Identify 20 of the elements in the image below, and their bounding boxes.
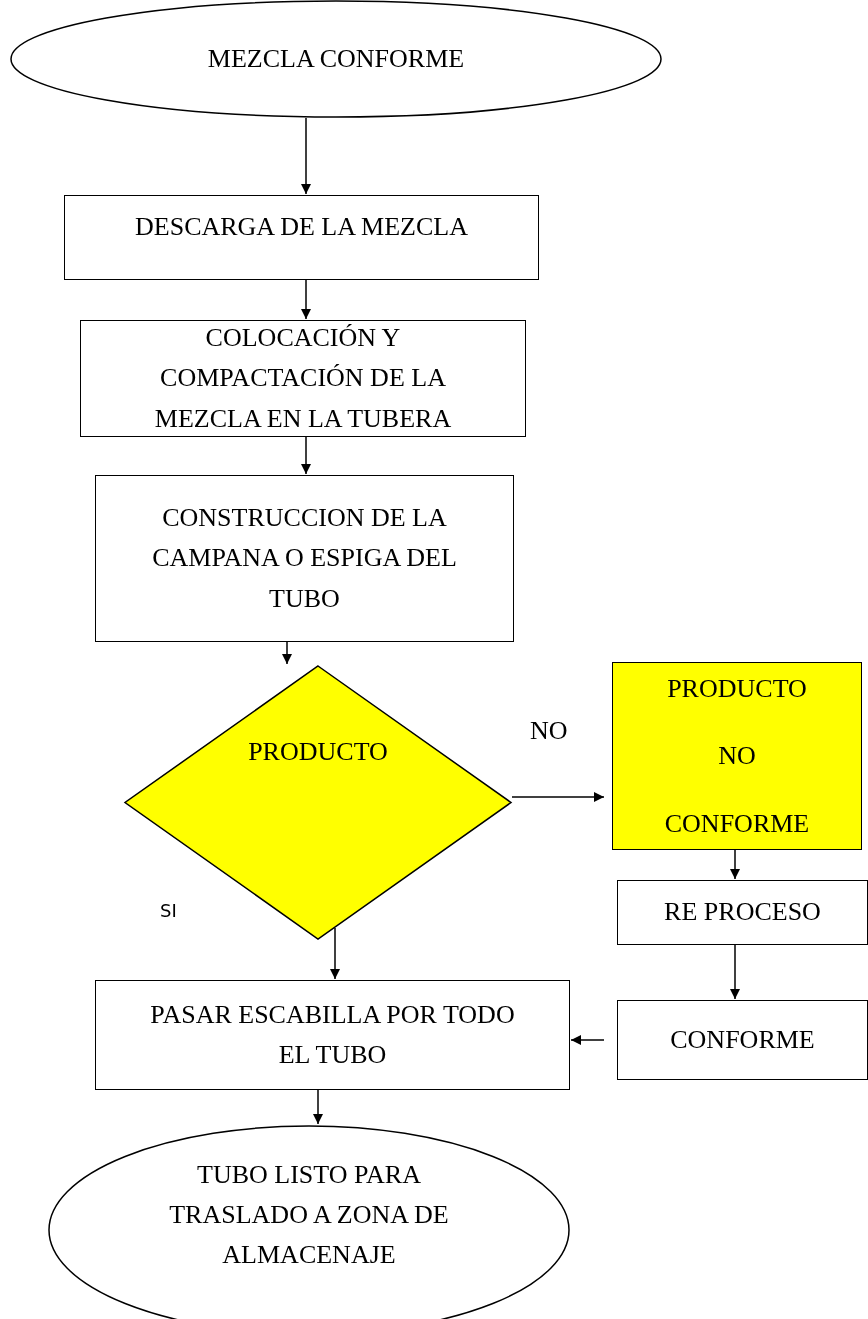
arrow (301, 279, 311, 320)
node-text: MEZCLA CONFORME (207, 42, 465, 75)
node-text: TUBO LISTO PARA TRASLADO A ZONA DE ALMACENAJE (168, 1158, 450, 1272)
arrow (282, 641, 292, 665)
arrow (301, 117, 311, 195)
process-box: CONSTRUCCION DE LA CAMPANA O ESPIGA DEL TUBO (95, 475, 514, 642)
process-box: RE PROCESO (617, 880, 868, 945)
arrow (313, 1089, 323, 1125)
process-box: CONFORME (617, 1000, 868, 1080)
node-text: PRODUCTO (248, 736, 388, 769)
arrow (301, 436, 311, 475)
arrow (511, 792, 605, 802)
process-box: DESCARGA DE LA MEZCLA (64, 195, 539, 280)
arrow (570, 1035, 605, 1045)
process-box: COLOCACIÓN Y COMPACTACIÓN DE LA MEZCLA EN LA TUBERA (80, 320, 526, 437)
process-box: PRODUCTO NO CONFORME (612, 662, 862, 850)
arrow (730, 849, 740, 880)
process-box: PASAR ESCABILLA POR TODO EL TUBO (95, 980, 570, 1090)
arrow (730, 944, 740, 1000)
arrow (330, 927, 340, 980)
